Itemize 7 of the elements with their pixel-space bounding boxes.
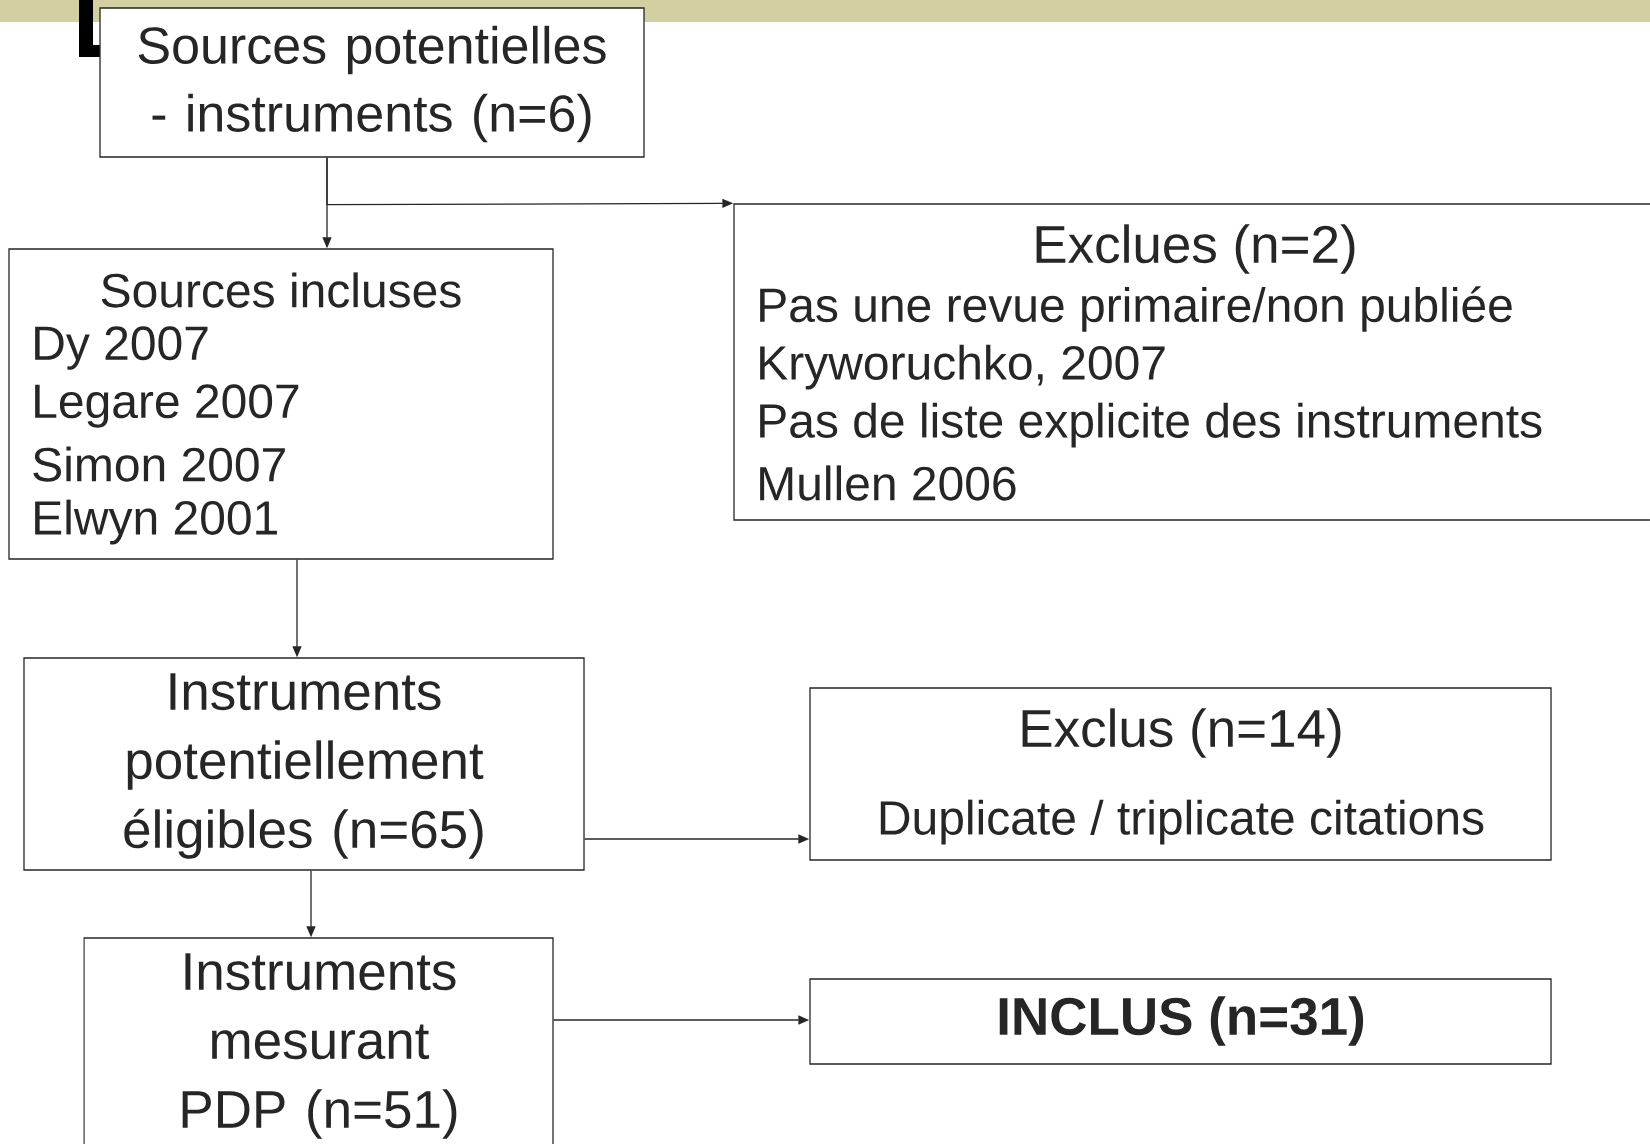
process-box: Sources potentielles - instruments (n=6) xyxy=(99,7,645,158)
exclusion-box: Exclus (n=14) Duplicate / triplicate citations xyxy=(809,687,1552,861)
process-box: Instruments potentiellement éligibles (n=65) xyxy=(23,657,585,871)
result-box: INCLUS (n=31) xyxy=(809,978,1552,1065)
exclusion-box: Exclues (n=2) Pas une revue primaire/non publiée Kryworuchko, 2007 Pas de liste explicite des instruments Mullen 2006 xyxy=(733,203,1650,521)
process-box: Sources incluses Dy 2007 Legare 2007 Simon 2007 Elwyn 2001 xyxy=(8,248,554,560)
process-box: Instruments mesurant PDP (n=51) xyxy=(83,937,554,1144)
